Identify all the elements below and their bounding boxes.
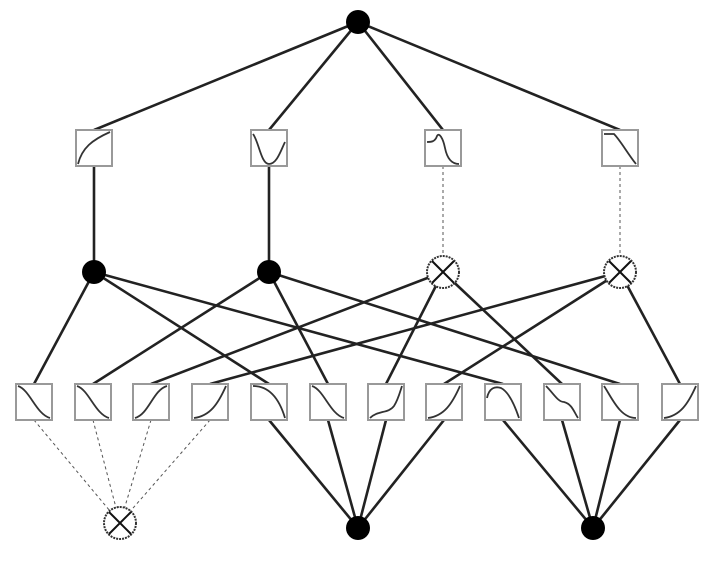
edge-node-to-leaf bbox=[443, 270, 621, 386]
wavy-decreasing-curve-icon bbox=[545, 385, 579, 419]
leaf-function-box bbox=[132, 383, 170, 421]
edge-root-to-function bbox=[93, 20, 359, 132]
function-box bbox=[75, 129, 113, 167]
leaf-function-box bbox=[191, 383, 229, 421]
edge-leaf-to-bottom bbox=[119, 419, 211, 524]
bump-then-drop-curve-icon bbox=[426, 133, 460, 165]
level1-function-box bbox=[424, 129, 462, 167]
edge-node-to-leaf bbox=[268, 270, 621, 386]
level1-function-box bbox=[75, 129, 113, 167]
hump-curve-icon bbox=[486, 386, 520, 419]
cross-icon bbox=[431, 260, 455, 284]
edge-root-to-function bbox=[267, 21, 360, 131]
function-box bbox=[425, 383, 463, 421]
flat-then-decreasing-curve-icon bbox=[604, 133, 637, 165]
level1-function-box bbox=[601, 129, 639, 167]
convex-decreasing-curve-icon bbox=[603, 385, 637, 419]
edge-node-to-leaf bbox=[32, 271, 96, 385]
level2-product-node bbox=[426, 255, 460, 289]
function-box bbox=[424, 129, 462, 167]
concave-increasing-curve-icon bbox=[77, 131, 111, 165]
edge-leaf-to-bottom bbox=[591, 419, 622, 529]
level2-sum-node bbox=[82, 260, 106, 284]
convex-increasing-curve-icon bbox=[427, 385, 461, 419]
edge-leaf-to-bottom bbox=[502, 419, 594, 529]
bottom-product-node bbox=[103, 506, 137, 540]
edge-leaf-to-bottom bbox=[356, 419, 388, 529]
level2-product-node bbox=[603, 255, 637, 289]
edge-leaf-to-bottom bbox=[560, 419, 595, 529]
edge-node-to-leaf bbox=[92, 270, 270, 386]
level2-sum-node bbox=[257, 260, 281, 284]
bottom-sum-node bbox=[581, 516, 605, 540]
root-node bbox=[346, 10, 370, 34]
valley-curve-icon bbox=[252, 133, 286, 165]
edge-leaf-to-bottom bbox=[591, 419, 682, 529]
edge-node-to-leaf bbox=[150, 270, 444, 386]
leaf-function-box bbox=[543, 383, 581, 421]
function-box bbox=[250, 129, 288, 167]
edge-node-to-leaf bbox=[442, 271, 563, 385]
leaf-function-box bbox=[367, 383, 405, 421]
edge-leaf-to-bottom bbox=[267, 419, 360, 529]
leaf-function-box bbox=[661, 383, 699, 421]
convex-increasing-curve-icon bbox=[663, 385, 697, 419]
edge-leaf-to-bottom bbox=[33, 419, 121, 524]
wavy-increasing-curve-icon bbox=[369, 385, 403, 419]
leaf-function-box bbox=[601, 383, 639, 421]
leaf-function-box bbox=[309, 383, 347, 421]
s-decreasing-curve-icon bbox=[17, 385, 51, 419]
function-box bbox=[601, 383, 639, 421]
function-box bbox=[367, 383, 405, 421]
function-box bbox=[191, 383, 229, 421]
cross-icon bbox=[608, 260, 632, 284]
cross-icon bbox=[108, 511, 132, 535]
leaf-function-box bbox=[484, 383, 522, 421]
convex-increasing-curve-icon bbox=[193, 385, 227, 419]
leaf-function-box bbox=[15, 383, 53, 421]
s-decreasing-curve-icon bbox=[76, 385, 110, 419]
concave-decreasing-curve-icon bbox=[252, 385, 286, 419]
nodes bbox=[15, 10, 699, 540]
level1-function-box bbox=[250, 129, 288, 167]
leaf-function-box bbox=[250, 383, 288, 421]
edge-node-to-leaf bbox=[209, 270, 621, 386]
bottom-sum-node bbox=[346, 516, 370, 540]
edge-root-to-function bbox=[357, 20, 621, 132]
s-decreasing-curve-icon bbox=[311, 385, 345, 419]
edge-leaf-to-bottom bbox=[326, 419, 360, 529]
function-box bbox=[661, 383, 699, 421]
edge-root-to-function bbox=[356, 21, 445, 131]
s-increasing-curve-icon bbox=[134, 385, 168, 419]
edge-leaf-to-bottom bbox=[356, 419, 446, 529]
leaf-function-box bbox=[74, 383, 112, 421]
edge-node-to-leaf bbox=[618, 271, 682, 385]
leaf-function-box bbox=[425, 383, 463, 421]
edges bbox=[32, 20, 682, 529]
function-box bbox=[250, 383, 288, 421]
